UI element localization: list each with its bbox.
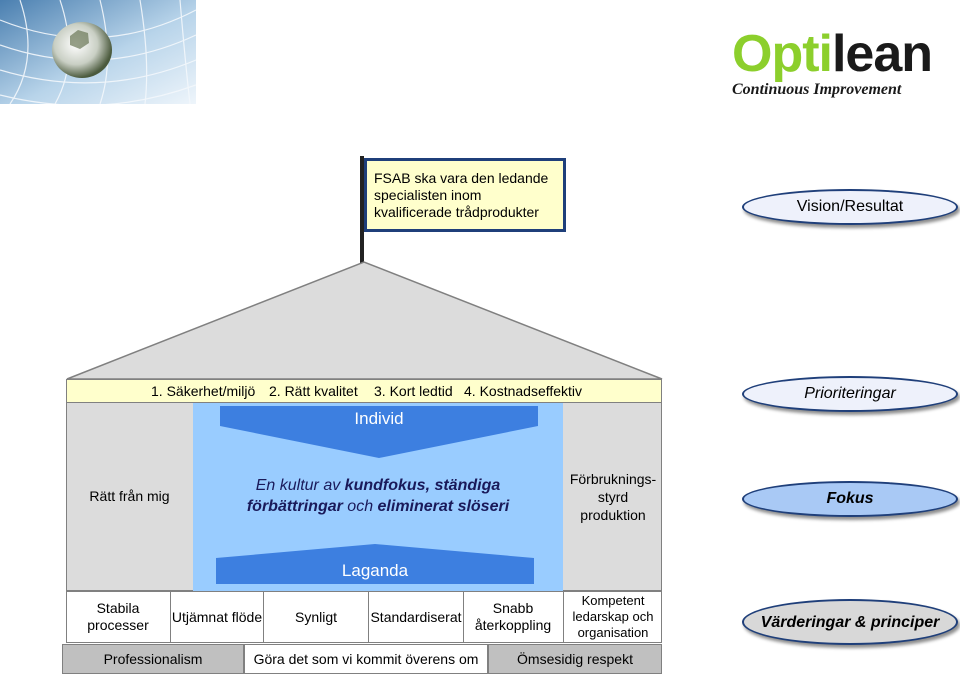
value-omsesidig: Ömsesidig respekt [488,644,662,674]
value-professionalism: Professionalism [62,644,244,674]
left-pillar-text: Rätt från mig [89,487,170,504]
label-varderingar: Värderingar & principer [742,599,958,645]
center-statement: En kultur av kundfokus, ständiga förbätt… [193,474,563,518]
priority-3: 3. Kort ledtid [374,383,453,399]
foundation-snabb: Snabb återkoppling [474,600,552,633]
laganda-label: Laganda [341,561,409,580]
center-text-standiga: , ständiga [425,477,501,494]
center-text-sloseri: eliminerat slöseri [377,498,510,515]
foundation-row [66,591,662,643]
label-fokus: Fokus [742,481,958,517]
label-vision-resultat: Vision/Resultat [742,189,958,225]
flag-text: FSAB ska vara den ledande specialisten i… [374,170,549,220]
laganda-arrow [216,544,534,584]
label-prioriteringar: Prioriteringar [742,376,958,412]
foundation-utjamnat: Utjämnat flöde [171,608,263,625]
header-photo [0,0,196,104]
right-pillar-text: Förbruknings-styrd produktion [569,471,657,523]
optilean-logo: Optilean Continuous Improvement [732,28,952,99]
divider-5 [563,591,564,643]
foundation-standardiserat: Standardiserat [370,608,462,625]
priority-2: 2. Rätt kvalitet [269,383,358,399]
center-text-och: och [342,498,378,515]
center-text-kundfokus: kundfokus [344,477,426,494]
center-text-forbattringar: förbättringar [246,498,343,515]
priorities-bar: 1. Säkerhet/miljö 2. Rätt kvalitet 3. Ko… [66,379,662,403]
foundation-stabila: Stabila processer [87,600,149,633]
center-text-1: En kultur av [255,477,345,494]
foundation-kompetent: Kompetent ledarskap och organisation [572,593,654,640]
divider-3 [368,591,369,643]
logo-text-opti: Opti [732,25,833,83]
individ-label: Individ [354,409,404,428]
logo-tagline: Continuous Improvement [732,81,902,98]
flag-pole [360,156,364,264]
flag: FSAB ska vara den ledande specialisten i… [364,158,566,232]
divider-2 [263,591,264,643]
divider-4 [463,591,464,643]
value-gora-det: Göra det som vi kommit överens om [244,644,488,674]
divider-1 [170,591,171,643]
priority-4: 4. Kostnadseffektiv [464,383,583,399]
individ-arrow [220,406,538,458]
priority-1: 1. Säkerhet/miljö [151,383,256,399]
foundation-synligt: Synligt [294,608,338,625]
logo-text-lean: lean [831,25,933,83]
